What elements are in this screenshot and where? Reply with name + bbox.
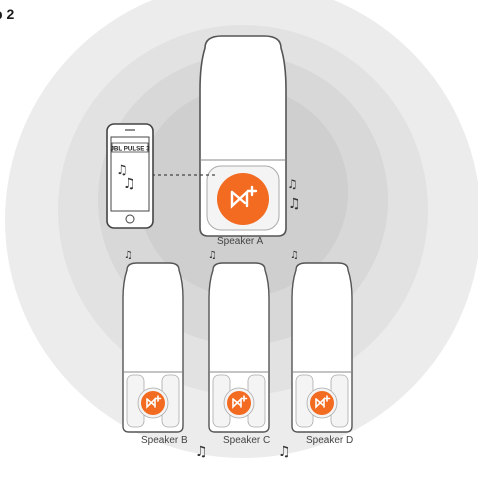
music-notes: ♫ ♫ ♫ ♫ ♫ ♫ ♫ (124, 177, 301, 460)
connect-plus-icon (315, 395, 331, 409)
music-note-icon: ♫ (124, 250, 133, 261)
smartphone-icon: JBL PULSE 3 ♫ ♫ (106, 123, 154, 229)
music-note-icon: ♫ (195, 444, 208, 460)
phone-home-button[interactable] (125, 214, 135, 224)
speaker-d-connect-button[interactable] (310, 391, 334, 415)
speaker-a (199, 35, 287, 237)
connect-plus-icon (232, 395, 248, 409)
speaker-b-connect-button[interactable] (141, 391, 165, 415)
step-title: p 2 (0, 6, 15, 22)
speaker-d (291, 262, 353, 433)
speaker-a-connect-button[interactable] (217, 173, 269, 225)
music-note-icon: ♫ (290, 250, 299, 261)
speaker-c (208, 262, 270, 433)
speaker-a-label: Speaker A (217, 236, 264, 247)
phone-music-note-icon: ♫ (116, 163, 128, 178)
phone-music-note-icon-2: ♫ (123, 176, 136, 192)
music-note-icon: ♫ (288, 196, 301, 212)
connect-plus-icon (230, 185, 258, 209)
speaker-b-label: Speaker B (141, 435, 188, 446)
connect-plus-icon (146, 395, 162, 409)
phone-brand-label: JBL PULSE 3 (110, 146, 150, 153)
speaker-c-connect-button[interactable] (227, 391, 251, 415)
speaker-b (122, 262, 184, 433)
music-note-icon: ♫ (278, 444, 291, 460)
speaker-d-label: Speaker D (306, 435, 354, 446)
speaker-c-label: Speaker C (223, 435, 271, 446)
music-note-icon: ♫ (208, 250, 217, 261)
music-note-icon: ♫ (287, 177, 298, 191)
